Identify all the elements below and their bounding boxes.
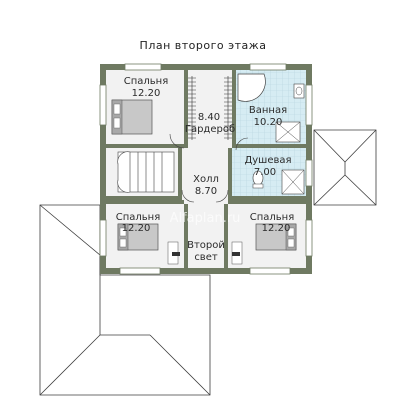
bedroom-right-area: 12.20 <box>262 223 291 234</box>
bedroom-left-name: Спальня <box>116 212 161 223</box>
watermark: Alfaplan.ru <box>170 211 241 226</box>
bedroom-top-area: 12.20 <box>132 88 161 99</box>
second-light-line1: Второй <box>187 240 225 251</box>
radiator-icon <box>172 252 240 256</box>
shower-area: 7.00 <box>254 167 276 178</box>
roof-right <box>313 129 377 206</box>
shower-name: Душевая <box>244 155 291 166</box>
windows <box>99 63 313 275</box>
room-wardrobe <box>188 70 232 144</box>
stairs-icon <box>117 151 175 193</box>
hall-name: Холл <box>193 174 219 185</box>
door-swings <box>169 133 249 203</box>
toilet-icon <box>252 170 264 189</box>
bed-icon <box>111 99 153 135</box>
shower-tray-icon <box>275 121 301 143</box>
wardrobe-area: 8.40 <box>198 112 220 123</box>
wardrobe-rack-icon <box>188 76 232 140</box>
interior-walls <box>106 70 306 268</box>
plan-title: План второго этажа <box>140 39 267 52</box>
room-hall <box>182 148 228 206</box>
bedroom-right-name: Спальня <box>250 212 295 223</box>
hall-area: 8.70 <box>195 186 217 197</box>
wardrobe-name: Гардероб <box>185 124 235 135</box>
bathtub-icon <box>237 73 266 102</box>
second-light-line2: свет <box>194 252 218 263</box>
bedroom-top-name: Спальня <box>124 76 169 87</box>
bathroom-name: Ванная <box>249 105 287 116</box>
sink-icon <box>293 83 305 99</box>
shower-cabin-icon <box>281 169 305 195</box>
room-second-light <box>188 210 224 268</box>
bathroom-area: 10.20 <box>254 117 283 128</box>
bedroom-left-area: 12.20 <box>122 223 151 234</box>
